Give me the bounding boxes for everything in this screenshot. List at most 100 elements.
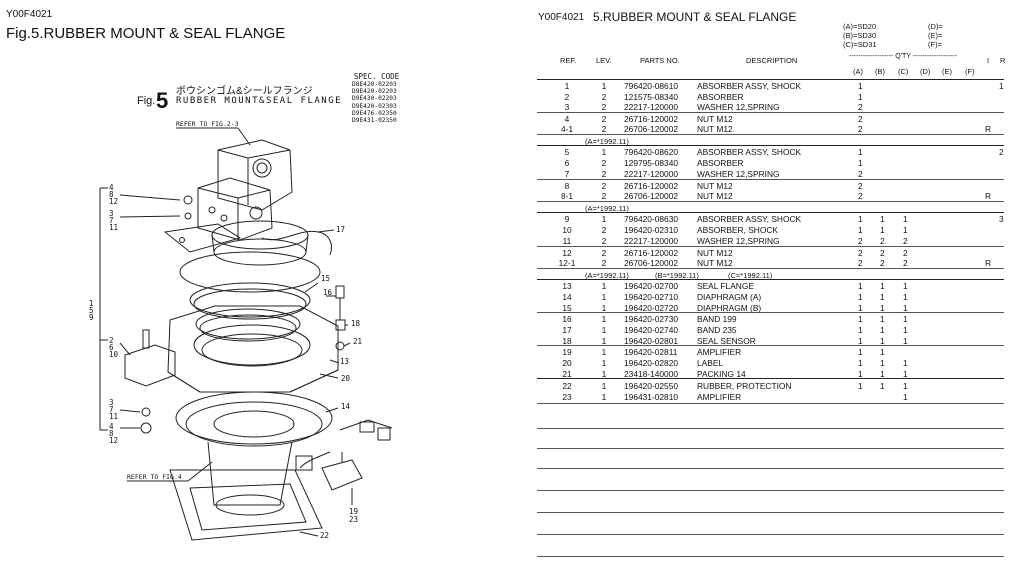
cell-ref: 11 [562,236,572,246]
cell-a: 2 [858,236,863,246]
cell-b: 2 [880,236,885,246]
cell-a: 2 [858,124,863,134]
cell-desc: DIAPHRAGM (A) [697,292,762,302]
cell-lev: 1 [601,81,607,91]
group-note: (A=*1992.11) [585,137,629,146]
cell-desc: NUT M12 [697,124,733,134]
cell-ref: 17 [562,325,572,335]
cell-b: 1 [880,347,885,357]
cell-ref: 20 [562,358,572,368]
cell-lev: 1 [601,336,607,346]
row-rule [537,112,1004,113]
spec-code: D8E420-02203 [352,81,397,88]
col-qty-f: (F) [965,67,975,76]
cell-c: 1 [903,314,908,324]
cell-ref: 21 [562,369,572,379]
cell-b: 1 [880,292,885,302]
callout-1: 1 [89,299,94,308]
cell-a: 1 [858,281,863,291]
cell-desc: SEAL FLANGE [697,281,754,291]
row-rule [537,279,1004,280]
cell-a: 1 [858,303,863,313]
callout-23: 23 [349,515,359,524]
cell-part: 196420-02700 [624,281,679,291]
fig-number: 5 [156,88,169,113]
callout-9: 9 [89,313,94,322]
cell-c: 1 [903,225,908,235]
cell-lev: 1 [601,347,607,357]
cell-part: 22217-120000 [624,236,679,246]
row-rule [537,378,1004,379]
cell-part: 22217-120000 [624,169,679,179]
cell-lev: 1 [601,325,607,335]
cell-desc: WASHER 12,SPRING [697,169,780,179]
english-title: RUBBER MOUNT&SEAL FLANGE [176,96,343,106]
fig-word: Fig. [137,95,156,107]
parts-table: REF. LEV. PARTS NO. DESCRIPTION --------… [537,0,1024,563]
cell-lev: 2 [601,158,607,168]
cell-desc: ABSORBER [697,158,744,168]
cell-lev: 1 [601,214,607,224]
cell-part: 796420-08610 [624,81,679,91]
cell-part: 129795-08340 [624,158,679,168]
cell-b: 1 [880,225,885,235]
cell-ref: 3 [564,102,570,112]
cell-part: 121575-08340 [624,92,679,102]
japanese-title: ボウシンゴム&シールフランジ [176,86,313,97]
cell-lev: 1 [601,314,607,324]
callout-16: 16 [323,288,333,297]
cell-part: 196420-02820 [624,358,679,368]
legend-c: (C)=SD31 [843,40,877,49]
col-qty: ------------------- Q'TY ---------------… [849,53,958,60]
cell-part: 26706-120002 [624,191,679,201]
cell-desc: PACKING 14 [697,369,746,379]
cell-b: 1 [880,325,885,335]
callout-8b: 8 [109,429,114,438]
cell-c: 1 [903,336,908,346]
cell-part: 196420-02550 [624,381,679,391]
cell-lev: 2 [601,102,607,112]
col-i: I [987,56,990,65]
spec-code: D9E430-02203 [352,95,397,103]
cell-ref: 12 [562,248,572,258]
cell-lev: 1 [601,281,607,291]
cell-a: 2 [858,181,863,191]
cell-desc: AMPLIFIER [697,347,742,357]
cell-lev: 1 [601,358,607,368]
cell-part: 26716-120002 [624,248,679,258]
callout-3: 3 [109,209,114,218]
cell-a: 1 [858,214,863,224]
cell-part: 196420-02801 [624,336,679,346]
callout-10: 10 [109,350,119,359]
callout-5: 5 [89,306,94,315]
cell-ref: 9 [564,214,570,224]
cell-ref: 19 [562,347,572,357]
cell-desc: SEAL SENSOR [697,336,756,346]
legend-a: (A)=SD20 [843,22,877,31]
cell-c: 1 [903,214,908,224]
cell-ref: 5 [564,147,570,157]
cell-c: 2 [903,248,908,258]
callout-15: 15 [321,274,331,283]
cell-b: 1 [880,214,885,224]
cell-a: 1 [858,292,863,302]
row-rule [537,246,1004,247]
cell-ref: 8 [564,181,570,191]
cell-lev: 2 [601,258,607,268]
cell-ref: 6 [564,158,570,168]
spec-code-list: D8E420-02203 D9E420-02203 D9E430-02203 D… [352,81,397,124]
cell-b: 1 [880,369,885,379]
cell-ref: 22 [562,381,572,391]
cell-a: 2 [858,191,863,201]
cell-a: 1 [858,369,863,379]
callout-19: 19 [349,507,359,516]
col-qty-b: (B) [875,67,885,76]
cell-part: 23418-140000 [624,369,679,379]
exploded-diagram [99,127,393,541]
cell-c: 2 [903,236,908,246]
callout-8: 8 [109,190,114,199]
cell-desc: ABSORBER ASSY, SHOCK [697,147,802,157]
group-note: (A=*1992.11) [585,204,629,213]
legend-f: (F)= [928,40,942,49]
cell-part: 796420-08620 [624,147,679,157]
